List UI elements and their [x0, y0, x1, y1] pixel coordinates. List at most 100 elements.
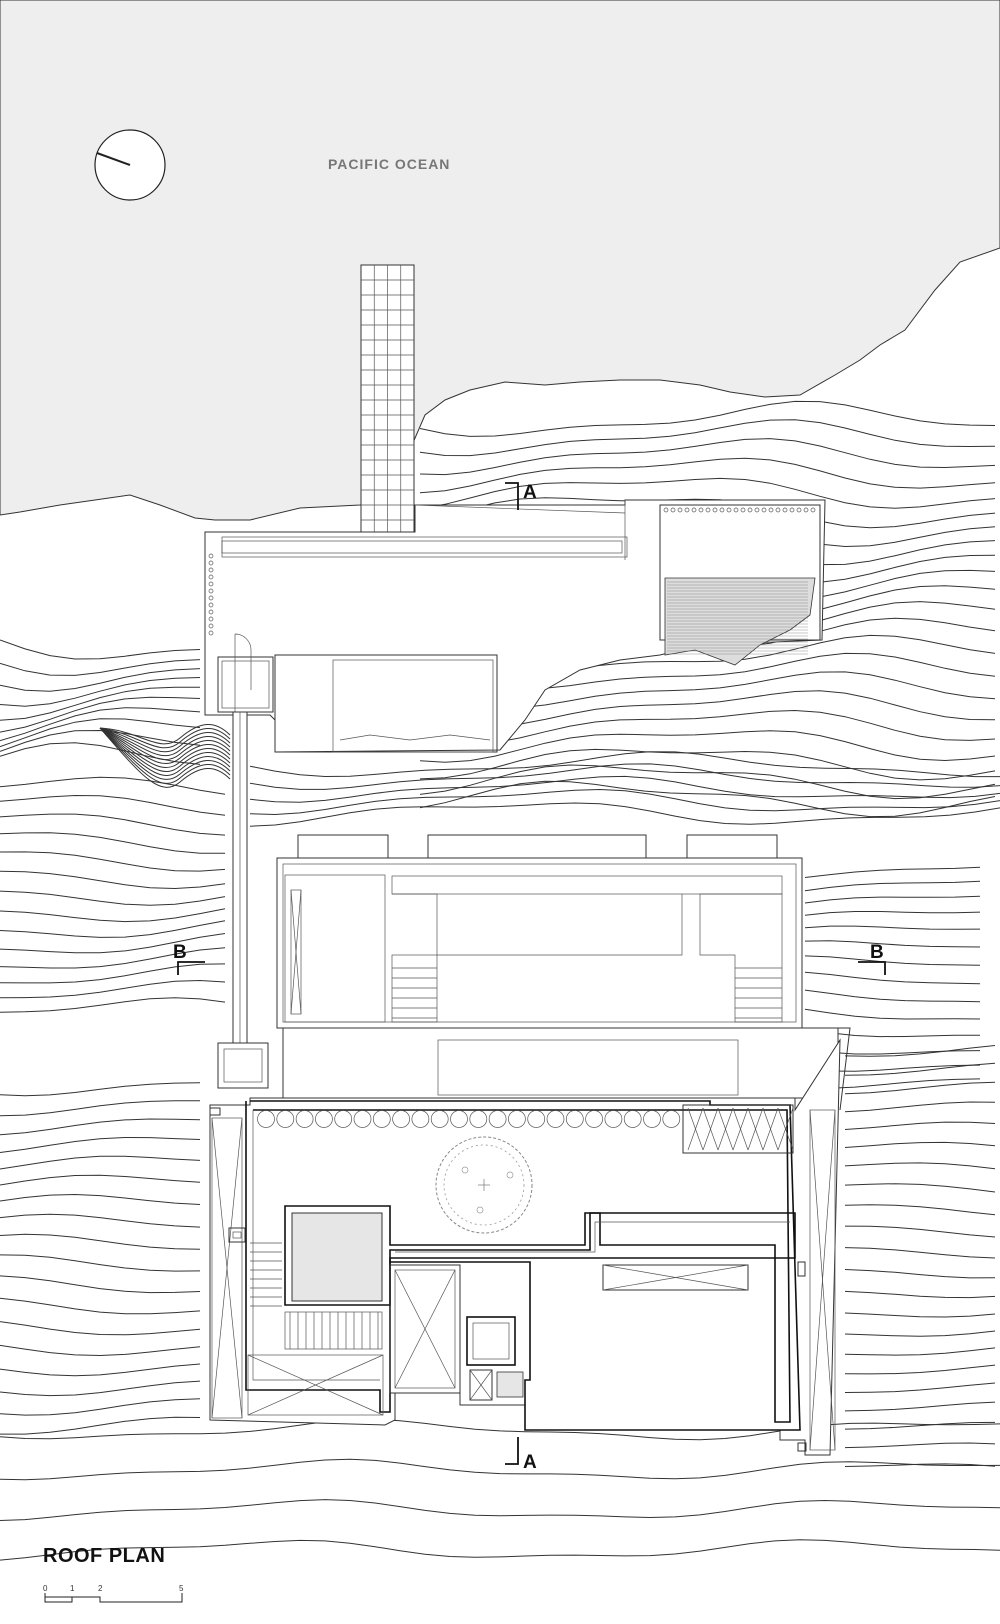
- truss-member: [777, 1107, 794, 1151]
- contour-line: [0, 1380, 201, 1397]
- contour-line: [0, 639, 201, 660]
- column-dot: [698, 507, 704, 513]
- contour-line: [0, 1118, 201, 1136]
- contour-line: [0, 1321, 201, 1336]
- column-dot: [810, 507, 816, 513]
- planter-circle: [450, 1110, 468, 1128]
- section-marker-a-top: [505, 482, 519, 510]
- contour-line: [0, 1100, 200, 1117]
- contour-line: [99, 727, 231, 749]
- section-marker-b-left: [177, 961, 205, 975]
- column-dot: [208, 623, 214, 629]
- contour-line: [0, 1539, 1000, 1561]
- column-dot: [208, 595, 214, 601]
- planter-circle: [372, 1110, 391, 1128]
- column-dot: [803, 507, 809, 513]
- contour-line: [99, 727, 231, 761]
- section-label-b-left: B: [173, 942, 187, 963]
- contour-line: [804, 989, 981, 1003]
- contour-line: [0, 1416, 201, 1435]
- contour-line: [0, 890, 226, 906]
- contour-line: [844, 1463, 996, 1467]
- contour-line: [99, 727, 231, 768]
- contour-line: [419, 730, 996, 763]
- contour-line: [0, 1233, 201, 1250]
- drawing-title: ROOF PLAN: [43, 1545, 165, 1567]
- contour-line: [99, 727, 231, 764]
- contour-line: [99, 724, 231, 745]
- column-dot: [208, 574, 214, 580]
- contour-line: [249, 788, 1000, 816]
- contour-line: [99, 727, 231, 788]
- contour-line: [0, 776, 226, 795]
- contour-line: [99, 727, 231, 780]
- contour-line: [0, 668, 201, 692]
- column-dot: [677, 507, 683, 513]
- section-marker-a-bottom: [505, 1437, 519, 1465]
- contour-line: [0, 742, 201, 765]
- contour-line: [419, 400, 996, 437]
- contour-line: [0, 1344, 201, 1357]
- planter-circle: [585, 1110, 603, 1128]
- contour-line: [0, 677, 201, 707]
- contour-line: [804, 866, 981, 878]
- contour-line: [0, 947, 226, 969]
- contour-line: [419, 419, 996, 457]
- contour-line: [249, 763, 1000, 790]
- scale-tick-5: 5: [179, 1584, 184, 1593]
- contour-line: [0, 1174, 201, 1186]
- contour-line: [844, 1204, 996, 1216]
- column-dot: [761, 507, 767, 513]
- column-dot: [684, 507, 690, 513]
- contour-line: [0, 1398, 201, 1416]
- section-label-a-top: A: [523, 482, 537, 503]
- contour-line: [844, 1442, 996, 1449]
- column-dot: [740, 507, 746, 513]
- planter-circle: [643, 1110, 661, 1128]
- column-dot: [796, 507, 802, 513]
- truss-member: [702, 1107, 719, 1151]
- planter-circle: [527, 1110, 546, 1128]
- section-marker-b-right: [858, 961, 886, 975]
- contour-line: [0, 1136, 201, 1153]
- column-dot: [782, 507, 788, 513]
- planter-circle: [315, 1110, 333, 1128]
- planter-circle: [488, 1110, 507, 1128]
- planter-circle: [546, 1110, 565, 1128]
- contour-line: [249, 775, 1000, 803]
- contour-line: [419, 457, 996, 494]
- planter-circle: [662, 1110, 681, 1128]
- planter-circle: [430, 1110, 449, 1128]
- contour-line: [0, 659, 201, 676]
- contour-line: [0, 920, 226, 938]
- scale-bar: [44, 1593, 183, 1603]
- contour-line: [0, 851, 226, 872]
- north-arrow-icon: [94, 129, 166, 201]
- contour-line: [0, 1254, 201, 1272]
- vertical-walkway: [232, 711, 248, 1048]
- upper-building: [204, 499, 826, 753]
- contour-line: [0, 1275, 201, 1294]
- contour-line: [844, 1347, 996, 1356]
- contour-line: [844, 1183, 996, 1193]
- contour-line: [0, 908, 226, 923]
- column-dot: [705, 507, 711, 513]
- contour-line: [844, 1121, 996, 1130]
- column-dot: [208, 567, 214, 573]
- topographic-contours: [0, 400, 1000, 1561]
- column-dot: [754, 507, 760, 513]
- contour-line: [844, 1225, 996, 1238]
- planter-circle: [392, 1110, 410, 1128]
- column-dot: [719, 507, 725, 513]
- contour-line: [0, 686, 201, 721]
- planter-circle: [565, 1110, 584, 1128]
- planter-circle: [604, 1110, 623, 1128]
- column-dot: [691, 507, 697, 513]
- contour-line: [419, 438, 996, 476]
- contour-line: [804, 925, 981, 930]
- column-dot: [208, 602, 214, 608]
- grid-tower: [360, 264, 415, 536]
- planter-circle: [334, 1110, 353, 1128]
- truss-member: [732, 1107, 749, 1151]
- contour-line: [99, 727, 231, 757]
